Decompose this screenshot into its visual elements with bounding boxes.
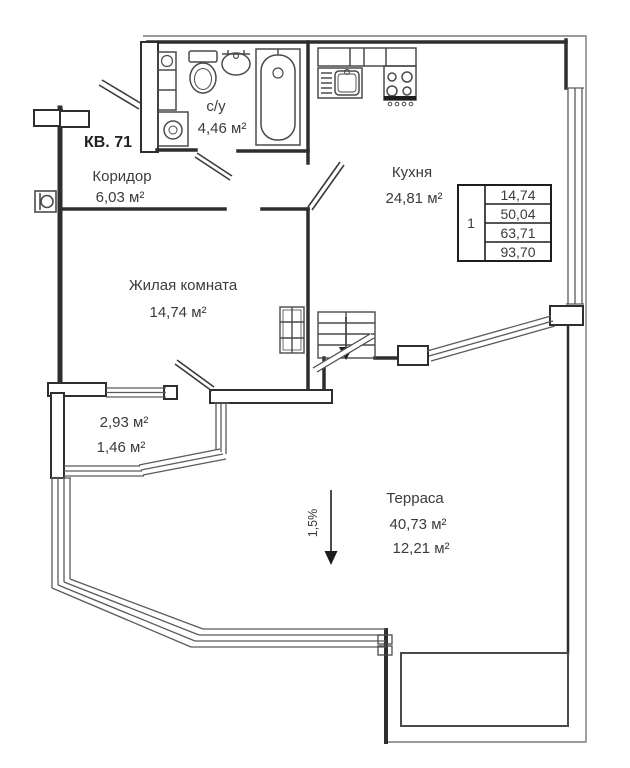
kitchen-fixtures xyxy=(317,47,417,107)
room-area-balcony: 2,93 м² xyxy=(100,414,149,431)
slope-label: 1,5% xyxy=(306,509,320,538)
planter xyxy=(377,634,569,727)
stove-icon xyxy=(383,65,417,107)
room-label-corridor: Коридор xyxy=(92,168,151,185)
stairs-icon xyxy=(312,311,376,373)
room-area-terrace: 40,73 м² xyxy=(389,516,446,533)
table-value-4: 93,70 xyxy=(500,244,535,260)
table-value-1: 14,74 xyxy=(500,187,535,203)
bathroom-door-leaf xyxy=(194,152,233,181)
room-label-terrace: Терраса xyxy=(386,490,444,507)
room-area-balcony-reduced: 1,46 м² xyxy=(97,439,146,456)
slope-arrow-icon xyxy=(324,490,338,565)
outer-boundary xyxy=(143,35,587,743)
electric-panel-icon xyxy=(34,190,57,213)
room-area-kitchen: 24,81 м² xyxy=(385,190,442,207)
room-area-corridor: 6,03 м² xyxy=(96,189,145,206)
living-room-window xyxy=(106,387,166,398)
toilet-icon xyxy=(188,50,218,94)
kitchen-window xyxy=(566,87,584,305)
apartment-number-label: КВ. 71 xyxy=(84,134,132,151)
walls xyxy=(33,38,584,744)
room-area-living: 14,74 м² xyxy=(149,304,206,321)
cabinet-icon xyxy=(157,51,177,111)
bathroom-fixtures xyxy=(157,48,301,147)
terrace-diagonal-window xyxy=(426,315,556,362)
room-area-terrace-reduced: 12,21 м² xyxy=(392,540,449,557)
washing-machine-icon xyxy=(157,111,189,147)
terrace-glazing xyxy=(51,477,386,648)
table-rooms-count: 1 xyxy=(467,215,475,231)
kitchen-counter xyxy=(317,47,417,67)
table-value-3: 63,71 xyxy=(500,225,535,241)
washbasin-icon xyxy=(221,50,251,76)
room-label-kitchen: Кухня xyxy=(392,164,432,181)
table-value-2: 50,04 xyxy=(500,206,535,222)
labels: КВ. 71 Коридор 6,03 м² с/у 4,46 м² Кухня… xyxy=(84,98,450,557)
room-label-living: Жилая комната xyxy=(129,277,238,294)
kitchen-sink-icon xyxy=(317,67,363,99)
window-glazing xyxy=(51,87,584,648)
bathtub-icon xyxy=(255,48,301,146)
kitchen-door-leaf xyxy=(307,161,345,211)
terrace-door-leaf xyxy=(174,359,215,392)
shaft-window-grid xyxy=(279,306,305,354)
summary-table: 1 14,74 50,04 63,71 93,70 xyxy=(457,184,552,262)
doors xyxy=(98,79,345,392)
room-label-bathroom: с/у xyxy=(206,98,226,115)
balcony-glazing xyxy=(64,402,229,477)
room-area-bathroom: 4,46 м² xyxy=(198,120,247,137)
entry-door-leaf xyxy=(98,79,143,110)
